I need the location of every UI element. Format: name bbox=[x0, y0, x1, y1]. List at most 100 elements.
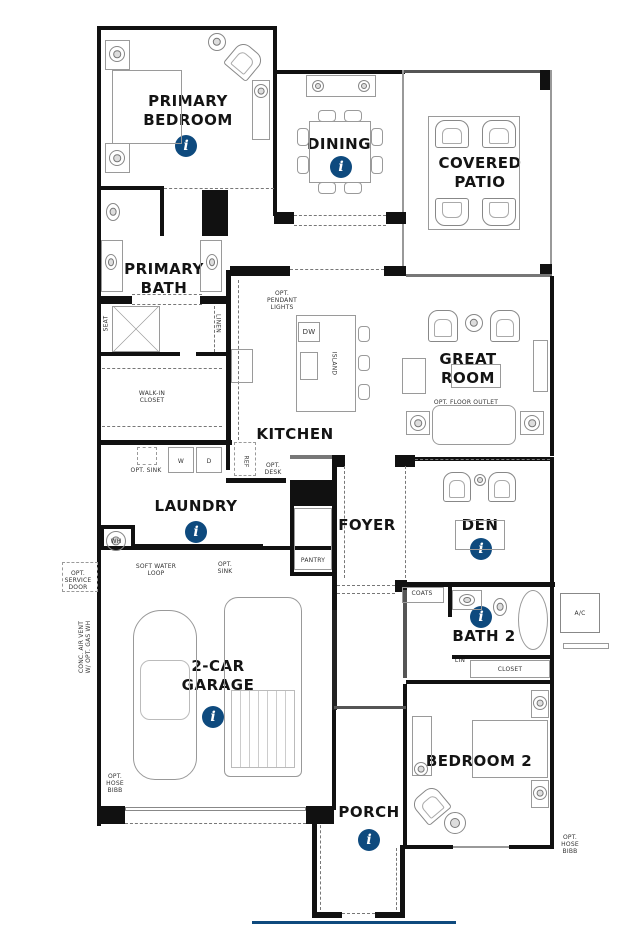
wall bbox=[403, 590, 407, 678]
opening bbox=[405, 466, 406, 578]
dryer bbox=[196, 447, 222, 473]
wall bbox=[202, 190, 228, 236]
bathtub bbox=[518, 590, 548, 650]
wall bbox=[402, 70, 404, 275]
info-icon-dining[interactable]: i bbox=[330, 156, 352, 178]
info-icon-primary-bedroom[interactable]: i bbox=[175, 135, 197, 157]
info-icon-porch[interactable]: i bbox=[358, 829, 380, 851]
wall bbox=[100, 527, 104, 547]
wall bbox=[400, 845, 405, 917]
wall bbox=[290, 455, 335, 459]
fireplace bbox=[533, 340, 548, 392]
kitchen-island bbox=[296, 315, 356, 412]
wall bbox=[290, 480, 334, 506]
room-label-foyer: FOYER bbox=[338, 516, 396, 534]
end-table bbox=[406, 411, 430, 435]
nightstand bbox=[105, 143, 130, 173]
pendant-lights-label: OPT. PENDANT LIGHTS bbox=[266, 290, 298, 311]
hose-bib-garage-label: OPT. HOSE BIBB bbox=[106, 773, 124, 794]
seat-label: SEAT bbox=[102, 315, 110, 332]
armchair bbox=[490, 310, 520, 342]
armchair bbox=[443, 472, 471, 502]
dryer-label: D bbox=[206, 458, 212, 465]
room-label-dining: DINING bbox=[306, 135, 372, 153]
side-table bbox=[465, 314, 483, 332]
dining-chair bbox=[297, 156, 309, 174]
dining-chair bbox=[318, 182, 336, 194]
wall bbox=[384, 266, 406, 276]
opening bbox=[396, 848, 397, 910]
info-icon-laundry[interactable]: i bbox=[185, 521, 207, 543]
wall bbox=[97, 806, 125, 824]
wall bbox=[406, 274, 552, 277]
lamp bbox=[208, 33, 226, 51]
window bbox=[415, 459, 550, 460]
wall bbox=[100, 352, 180, 356]
opening bbox=[342, 913, 375, 914]
wall bbox=[131, 525, 135, 547]
opening bbox=[164, 188, 274, 189]
armchair bbox=[428, 310, 458, 342]
dishwasher bbox=[298, 322, 320, 342]
lamp bbox=[524, 415, 540, 431]
wall bbox=[540, 264, 552, 276]
armchair bbox=[488, 472, 516, 502]
bed bbox=[112, 70, 182, 144]
garage-door bbox=[125, 807, 306, 811]
room-label-great-room: GREAT ROOM bbox=[439, 350, 497, 387]
wall bbox=[550, 585, 554, 685]
wall bbox=[306, 806, 334, 824]
opening bbox=[344, 466, 345, 578]
wall bbox=[550, 680, 554, 848]
wall bbox=[273, 26, 277, 216]
wall bbox=[332, 455, 337, 615]
service-door-label: OPT. SERVICE DOOR bbox=[64, 570, 92, 591]
lamp bbox=[414, 762, 428, 776]
wall bbox=[97, 296, 132, 304]
opening bbox=[337, 585, 395, 586]
patio-chair bbox=[482, 120, 516, 148]
lamp bbox=[312, 80, 324, 92]
walk-in-closet-label: WALK-IN CLOSET bbox=[138, 390, 166, 404]
dining-chair bbox=[371, 128, 383, 146]
wall bbox=[406, 680, 554, 684]
wall bbox=[334, 706, 406, 709]
dining-chair bbox=[297, 128, 309, 146]
washer-label: W bbox=[177, 458, 185, 465]
wall bbox=[226, 270, 231, 445]
wall bbox=[97, 440, 232, 445]
soft-water-label: SOFT WATER LOOP bbox=[135, 563, 177, 577]
opening bbox=[320, 820, 321, 910]
info-icon-garage[interactable]: i bbox=[202, 706, 224, 728]
opening bbox=[125, 823, 306, 824]
wall bbox=[226, 478, 286, 483]
bath2-toilet bbox=[493, 598, 507, 616]
opening bbox=[132, 294, 202, 295]
wall bbox=[312, 912, 342, 918]
patio-rug bbox=[428, 116, 520, 230]
refrigerator bbox=[234, 442, 256, 476]
wall bbox=[196, 352, 230, 356]
opening bbox=[337, 593, 395, 594]
dining-table bbox=[309, 121, 371, 183]
island-sink bbox=[300, 352, 318, 380]
wall bbox=[97, 26, 277, 30]
shelf bbox=[214, 306, 215, 352]
side-table bbox=[444, 812, 466, 834]
lamp bbox=[109, 150, 125, 166]
closet-label: CLOSET bbox=[497, 666, 523, 673]
shower bbox=[112, 306, 160, 352]
lamp bbox=[358, 80, 370, 92]
wh-label: WH bbox=[110, 538, 122, 545]
info-icon-bath-2[interactable]: i bbox=[470, 606, 492, 628]
counter bbox=[238, 280, 239, 440]
wall bbox=[395, 580, 407, 592]
bed bbox=[472, 720, 548, 778]
wall bbox=[453, 846, 509, 848]
wall bbox=[97, 186, 162, 190]
vanity bbox=[101, 240, 123, 292]
shelf bbox=[102, 426, 222, 427]
room-label-bath-2: BATH 2 bbox=[452, 627, 516, 645]
wall bbox=[395, 582, 555, 587]
wall bbox=[332, 708, 336, 810]
